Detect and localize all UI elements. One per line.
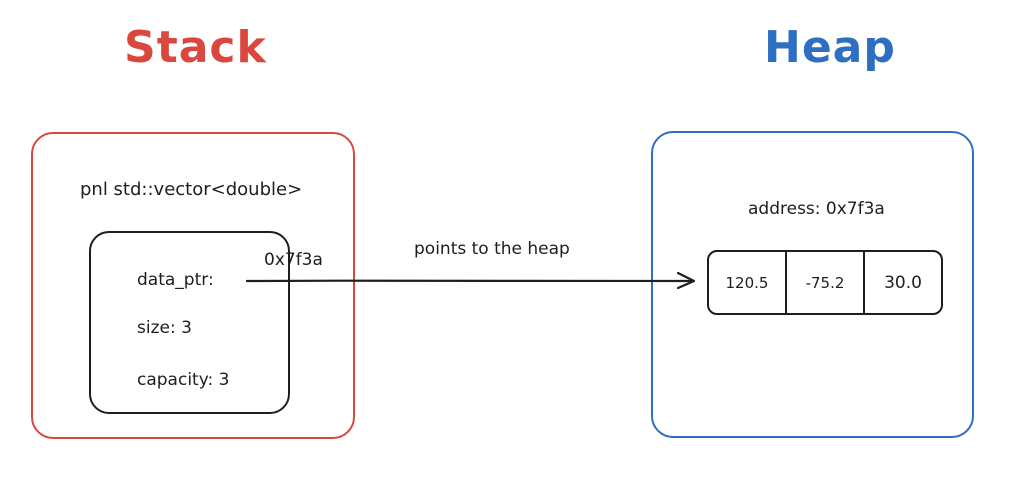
capacity-label: capacity: 3 bbox=[137, 370, 230, 390]
stack-title: Stack bbox=[124, 22, 267, 73]
heap-array-cell-1: -75.2 bbox=[785, 252, 863, 313]
heap-array-cell-2: 30.0 bbox=[863, 252, 941, 313]
heap-title: Heap bbox=[764, 22, 896, 73]
heap-array: 120.5 -75.2 30.0 bbox=[707, 250, 943, 315]
vector-struct-box bbox=[89, 231, 290, 414]
arrow-label: points to the heap bbox=[414, 239, 570, 259]
data-ptr-value: 0x7f3a bbox=[264, 250, 323, 270]
heap-address-label: address: 0x7f3a bbox=[748, 199, 885, 219]
heap-array-cell-0: 120.5 bbox=[725, 273, 769, 292]
heap-panel bbox=[651, 131, 974, 438]
vector-type-label: pnl std::vector<double> bbox=[80, 179, 303, 200]
stack-panel bbox=[31, 132, 355, 439]
size-label: size: 3 bbox=[137, 318, 192, 338]
data-ptr-label: data_ptr: bbox=[137, 270, 214, 290]
